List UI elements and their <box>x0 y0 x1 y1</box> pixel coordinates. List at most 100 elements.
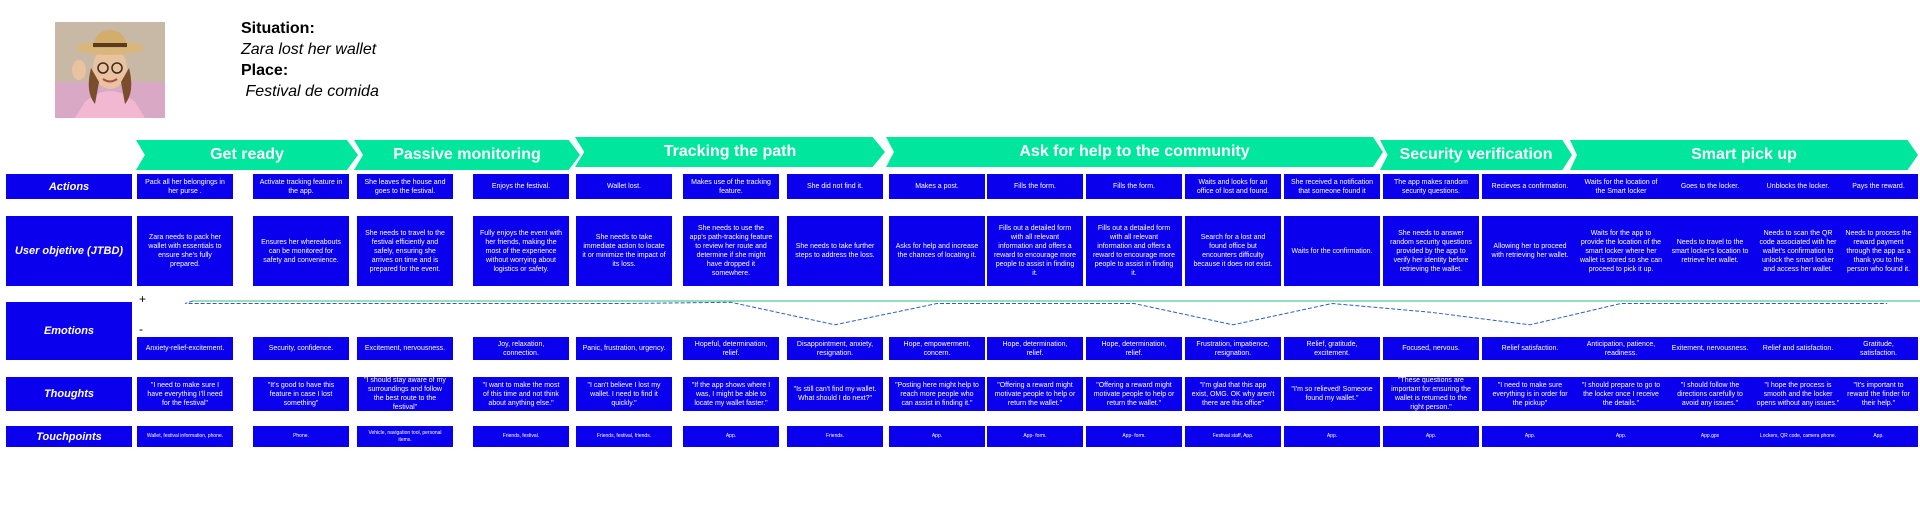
action-cell: She did not find it. <box>787 174 883 199</box>
action-cell: She leaves the house and goes to the fes… <box>357 174 453 199</box>
objective-cell: Search for a lost and found office but e… <box>1185 216 1281 286</box>
thought-cell: "It's good to have this feature in case … <box>253 377 349 411</box>
action-cell: Enjoys the festival. <box>473 174 569 199</box>
persona-photo <box>55 22 165 118</box>
emotion-cell: Focused, nervous. <box>1383 337 1479 360</box>
situation-label: Situation: <box>241 20 315 37</box>
thought-cell: "These questions are important for ensur… <box>1383 377 1479 411</box>
emotion-cell: Disappointment, anxiety, resignation. <box>787 337 883 360</box>
thought-cell: "I should follow the directions carefull… <box>1662 377 1758 411</box>
thought-cell: "If the app shows where I was, I might b… <box>683 377 779 411</box>
thought-cell: "I need to make sure everything is in or… <box>1482 377 1578 411</box>
touchpoint-cell: App- form. <box>987 426 1083 447</box>
thought-cell: "I should prepare to go to the locker on… <box>1573 377 1669 411</box>
phase-get-ready: Get ready <box>136 140 358 170</box>
objective-cell: Fills out a detailed form with all relev… <box>987 216 1083 286</box>
emotion-minus-sign: - <box>139 322 143 336</box>
thought-cell: "I can't believe I lost my wallet. I nee… <box>576 377 672 411</box>
emotion-cell: Hope, empowerment, concern. <box>889 337 985 360</box>
situation-block: Situation: Zara lost her wallet Place: F… <box>241 18 379 102</box>
emotion-cell: Panic, frustration, urgency. <box>576 337 672 360</box>
action-cell: Waits and looks for an office of lost an… <box>1185 174 1281 199</box>
action-cell: The app makes random security questions. <box>1383 174 1479 199</box>
objective-cell: Fully enjoys the event with her friends,… <box>473 216 569 286</box>
emotion-plus-sign: + <box>139 292 147 306</box>
touchpoint-cell: App. <box>889 426 985 447</box>
objective-cell: Waits for the confirmation. <box>1284 216 1380 286</box>
emotion-cell: Relief satisfaction. <box>1482 337 1578 360</box>
row-label-thoughts: Thoughts <box>6 377 132 411</box>
row-label-emotions: Emotions <box>6 302 132 360</box>
emotion-cell: Gratitude, satisfaction. <box>1839 337 1918 360</box>
emotion-cell: Excitement, nervousness. <box>357 337 453 360</box>
thought-cell: "I should stay aware of my surroundings … <box>357 377 453 411</box>
emotion-cell: Relief, gratitude, excitement. <box>1284 337 1380 360</box>
action-cell: Pays the reward. <box>1839 174 1918 199</box>
thought-cell: "I want to make the most of this time an… <box>473 377 569 411</box>
touchpoint-cell: App. <box>683 426 779 447</box>
action-cell: She received a notification that someone… <box>1284 174 1380 199</box>
emotion-curve-chart <box>184 300 1920 326</box>
action-cell: Pack all her belongings in her purse . <box>137 174 233 199</box>
touchpoint-cell: App. <box>1383 426 1479 447</box>
action-cell: Makes use of the tracking feature. <box>683 174 779 199</box>
emotion-cell: Anxiety-relief-excitement. <box>137 337 233 360</box>
objective-cell: Ensures her whereabouts can be monitored… <box>253 216 349 286</box>
touchpoint-cell: Friends, festival, friends. <box>576 426 672 447</box>
objective-cell: Needs to travel to the smart locker's lo… <box>1662 216 1758 286</box>
touchpoint-cell: App- form. <box>1086 426 1182 447</box>
objective-cell: Needs to process the reward payment thro… <box>1839 216 1918 286</box>
row-label-actions: Actions <box>6 174 132 199</box>
thought-cell: "I hope the process is smooth and the lo… <box>1750 377 1846 411</box>
touchpoint-cell: App. <box>1573 426 1669 447</box>
phase-ask-for-help: Ask for help to the community <box>886 137 1383 167</box>
touchpoint-cell: App.gps <box>1662 426 1758 447</box>
emotion-cell: Relief and satisfaction. <box>1750 337 1846 360</box>
thought-cell: "It's important to reward the finder for… <box>1839 377 1918 411</box>
touchpoint-cell: Festival staff, App. <box>1185 426 1281 447</box>
action-cell: Unblocks the locker. <box>1750 174 1846 199</box>
phase-smart-pick-up: Smart pick up <box>1570 140 1918 170</box>
emotion-cell: Anticipation, patience, readiness. <box>1573 337 1669 360</box>
persona-photo-icon <box>55 22 165 118</box>
situation-value: Zara lost her wallet <box>241 41 377 58</box>
emotion-cell: Hope, determination, relief. <box>987 337 1083 360</box>
objective-cell: Asks for help and increase the chances o… <box>889 216 985 286</box>
phase-security-verification: Security verification <box>1380 140 1572 170</box>
objective-cell: She needs to take immediate action to lo… <box>576 216 672 286</box>
touchpoint-cell: Friends. <box>787 426 883 447</box>
emotion-cell: Exitement, nervousness. <box>1662 337 1758 360</box>
thought-cell: "I need to make sure I have everything I… <box>137 377 233 411</box>
place-value: Festival de comida <box>241 83 379 100</box>
thought-cell: "Is still can't find my wallet. What sho… <box>787 377 883 411</box>
place-label: Place: <box>241 62 289 79</box>
objective-cell: Fills out a detailed form with all relev… <box>1086 216 1182 286</box>
touchpoint-cell: Phone. <box>253 426 349 447</box>
action-cell: Fills the form. <box>987 174 1083 199</box>
emotion-cell: Frustration, impatience, resignation. <box>1185 337 1281 360</box>
objective-cell: She needs to use the app's path-tracking… <box>683 216 779 286</box>
emotion-cell: Joy, relaxation, connection. <box>473 337 569 360</box>
action-cell: Recieves a confirmation. <box>1482 174 1578 199</box>
phase-passive-monitoring: Passive monitoring <box>354 140 580 170</box>
touchpoint-cell: App. <box>1284 426 1380 447</box>
action-cell: Waits for the location of the Smart lock… <box>1573 174 1669 199</box>
action-cell: Activate tracking feature in the app. <box>253 174 349 199</box>
emotion-cell: Security, confidence. <box>253 337 349 360</box>
emotion-cell: Hopeful, determination, relief. <box>683 337 779 360</box>
objective-cell: Needs to scan the QR code associated wit… <box>1750 216 1846 286</box>
objective-cell: She needs to take further steps to addre… <box>787 216 883 286</box>
touchpoint-cell: Friends, festival. <box>473 426 569 447</box>
action-cell: Fills the form. <box>1086 174 1182 199</box>
action-cell: Makes a post. <box>889 174 985 199</box>
objective-cell: Waits for the app to provide the locatio… <box>1573 216 1669 286</box>
action-cell: Wallet lost. <box>576 174 672 199</box>
phase-tracking-the-path: Tracking the path <box>575 137 885 167</box>
action-cell: Goes to the locker. <box>1662 174 1758 199</box>
objective-cell: She needs to travel to the festival effi… <box>357 216 453 286</box>
touchpoint-cell: Lockers, QR code, camera phone. <box>1750 426 1846 447</box>
emotion-curve <box>184 300 1887 326</box>
thought-cell: "I'm glad that this app exist, OMG. OK w… <box>1185 377 1281 411</box>
row-label-objective: User objetive (JTBD) <box>6 216 132 286</box>
thought-cell: "Posting here might help to reach more p… <box>889 377 985 411</box>
